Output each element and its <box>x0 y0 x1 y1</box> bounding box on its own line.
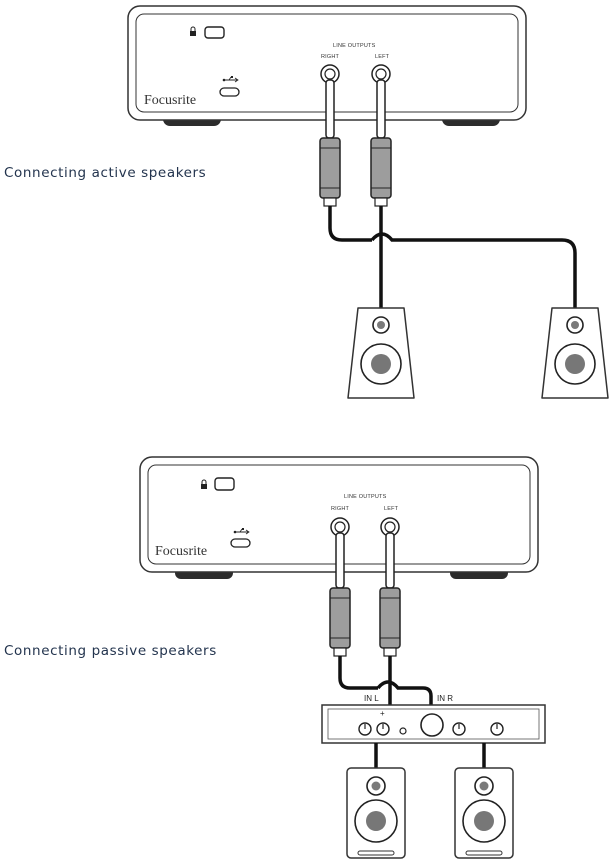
bottom-jack-left <box>380 517 400 537</box>
amp-knob-1 <box>358 722 372 736</box>
usb-icon <box>222 76 239 83</box>
amp-knob-2 <box>376 722 390 736</box>
bottom-cable-right <box>329 532 433 705</box>
amp-knob-4 <box>490 722 504 736</box>
bottom-speaker-right <box>454 767 514 859</box>
amp-in-r-label: IN R <box>437 694 453 703</box>
top-right-label: RIGHT <box>321 54 340 60</box>
caption-passive-speakers: Connecting passive speakers <box>4 643 217 659</box>
bottom-left-label: LEFT <box>384 506 399 512</box>
caption-active-speakers: Connecting active speakers <box>4 165 207 181</box>
bottom-right-label: RIGHT <box>331 506 350 512</box>
amp-knob-3 <box>452 722 466 736</box>
top-line-outputs-label: LINE OUTPUTS <box>333 43 376 49</box>
amp-led <box>399 727 407 735</box>
usb-icon <box>233 528 250 535</box>
bottom-cable-left <box>379 532 401 705</box>
top-brand-logo: Focusrite <box>144 93 196 108</box>
amp-plus-label: + <box>380 709 385 718</box>
bottom-usb-port <box>230 538 251 548</box>
top-speaker-left <box>347 307 415 399</box>
top-cable-left <box>370 79 392 308</box>
amp-in-l-label: IN L <box>364 694 379 703</box>
amp-volume-knob <box>420 713 444 737</box>
bottom-power-button <box>214 477 235 491</box>
top-speaker-right <box>541 307 609 399</box>
top-power-button <box>204 26 225 39</box>
top-usb-port <box>219 87 240 97</box>
top-cable-right <box>319 79 577 308</box>
amplifier: IN L IN R + <box>321 694 546 744</box>
bottom-brand-logo: Focusrite <box>155 544 207 559</box>
bottom-interface-unit: Focusrite LINE OUTPUTS RIGHT LEFT <box>139 456 539 579</box>
lock-icon <box>201 479 207 489</box>
bottom-speaker-left <box>346 767 406 859</box>
lock-icon <box>190 26 196 36</box>
top-left-label: LEFT <box>375 54 390 60</box>
bottom-jack-right <box>330 517 350 537</box>
bottom-line-outputs-label: LINE OUTPUTS <box>344 494 387 500</box>
